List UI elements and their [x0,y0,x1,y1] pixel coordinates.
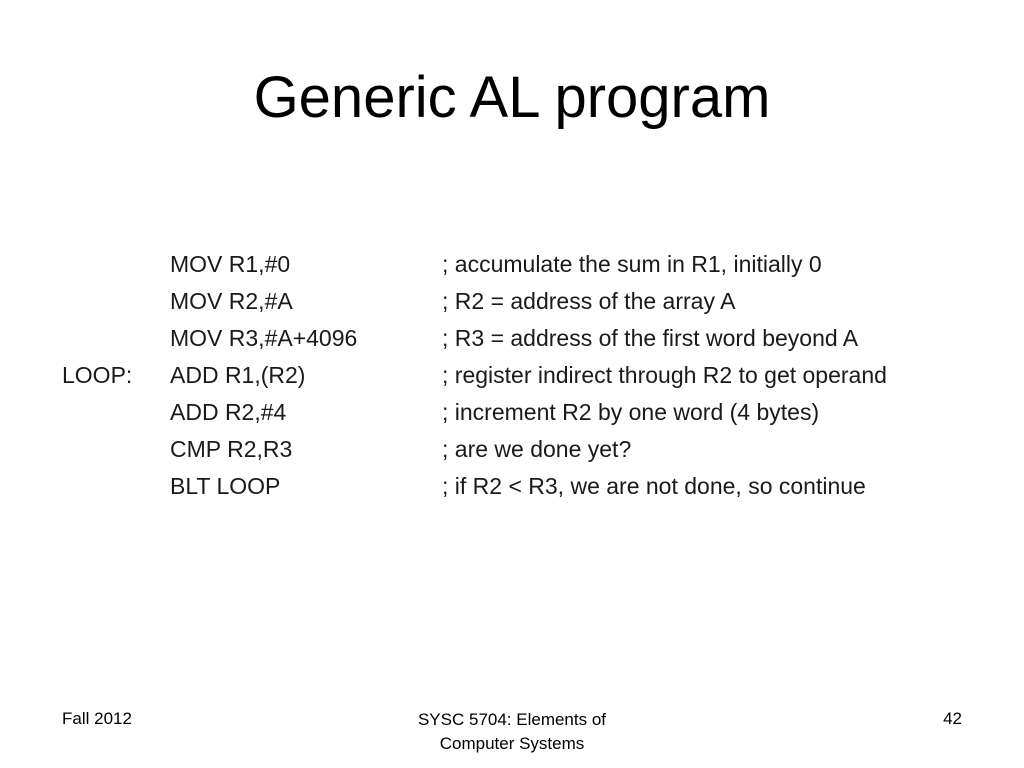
code-line: LOOP: ADD R1,(R2) ; register indirect th… [62,357,982,394]
code-line: MOV R2,#A ; R2 = address of the array A [62,283,982,320]
footer-date: Fall 2012 [62,709,132,728]
code-comment: ; R3 = address of the first word beyond … [442,325,859,351]
code-comment: ; R2 = address of the array A [442,288,736,314]
code-instruction: BLT LOOP [170,473,281,499]
code-line: ADD R2,#4 ; increment R2 by one word (4 … [62,394,982,431]
code-comment: ; if R2 < R3, we are not done, so contin… [442,473,866,499]
code-comment: ; accumulate the sum in R1, initially 0 [442,251,822,277]
code-comment: ; register indirect through R2 to get op… [442,362,887,388]
code-instruction: MOV R3,#A+4096 [170,325,358,351]
code-line: CMP R2,R3 ; are we done yet? [62,431,982,468]
code-line: MOV R1,#0 ; accumulate the sum in R1, in… [62,246,982,283]
code-instruction: MOV R1,#0 [170,251,291,277]
slide-number: 42 [943,709,962,728]
code-comment: ; increment R2 by one word (4 bytes) [442,399,820,425]
footer-course-line-1: SYSC 5704: Elements of [417,710,607,729]
code-comment: ; are we done yet? [442,436,632,462]
slide-title: Generic AL program [253,65,771,130]
footer-course-line-2: Computer Systems [439,734,585,753]
code-instruction: CMP R2,R3 [170,436,293,462]
code-line: MOV R3,#A+4096 ; R3 = address of the fir… [62,320,982,357]
code-instruction: ADD R1,(R2) [170,362,306,388]
assembly-code-listing: MOV R1,#0 ; accumulate the sum in R1, in… [62,246,982,505]
code-label: LOOP: [62,362,133,388]
footer-course: SYSC 5704: Elements of Computer Systems [362,708,662,756]
code-line: BLT LOOP ; if R2 < R3, we are not done, … [62,468,982,505]
code-instruction: ADD R2,#4 [170,399,287,425]
code-instruction: MOV R2,#A [170,288,293,314]
